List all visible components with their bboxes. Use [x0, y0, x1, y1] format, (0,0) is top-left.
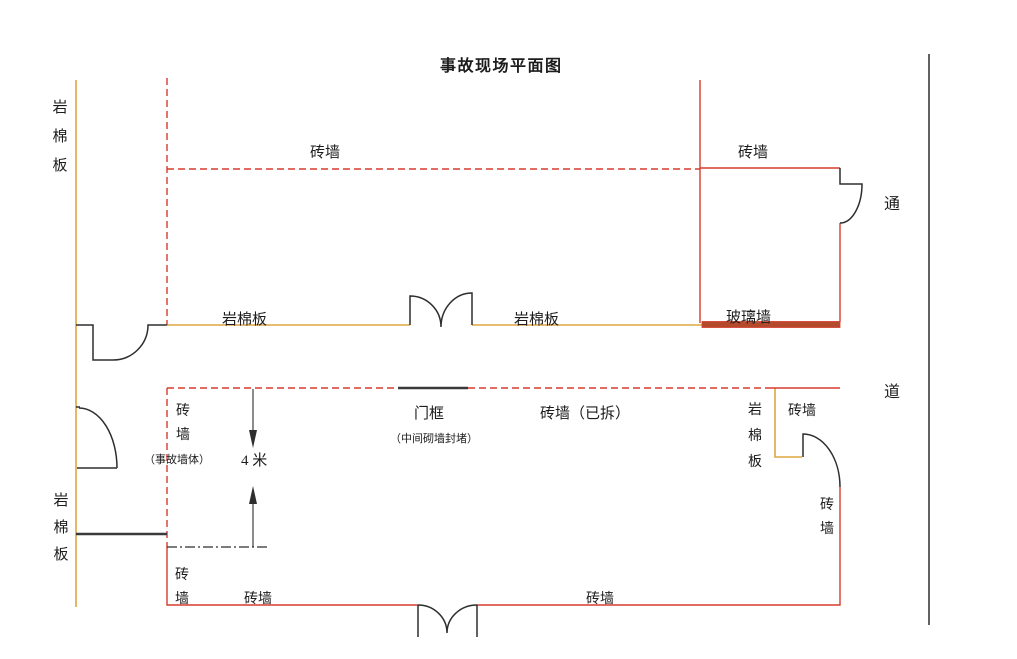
- label-brickwall-bottom-right: 砖墙: [586, 592, 614, 607]
- label-brickwall-bottom-left: 砖墙: [244, 592, 272, 607]
- door-upper-right: [839, 168, 863, 224]
- door-double-bottom: [417, 604, 478, 637]
- label-brickwall-upper-right: 砖墙: [738, 145, 769, 161]
- door-lower-right: [802, 433, 841, 488]
- label-rockwool-mid-right: 岩棉板: [514, 312, 560, 328]
- dim-arrow-down: [249, 430, 257, 448]
- glass-wall-bar: [701, 321, 841, 328]
- label-glass-wall: 玻璃墙: [726, 310, 772, 326]
- label-rockwool-top-left: 岩棉板: [52, 100, 68, 174]
- label-brickwall-right-side: 砖墙: [820, 498, 834, 537]
- label-brickwall-bottom-corner: 砖墙: [175, 568, 189, 607]
- label-brickwall-demolished: 砖墙（已拆）: [540, 406, 631, 422]
- page-title: 事故现场平面图: [440, 58, 563, 75]
- wall-brick-lower-bottom-right: [477, 487, 841, 606]
- door-lower-left: [76, 406, 118, 469]
- label-rockwool-mid-left: 岩棉板: [222, 312, 268, 328]
- label-brickwall-lower-right-top: 砖墙: [788, 404, 816, 419]
- label-rockwool-bottom-left: 岩棉板: [53, 493, 69, 563]
- label-brickwall-upper-left: 砖墙: [310, 145, 341, 161]
- door-mid-left: [76, 324, 167, 361]
- label-corridor-bottom: 道: [884, 384, 901, 401]
- wall-rockwool-lower-right-notch: [774, 388, 802, 458]
- dim-arrow-up: [249, 486, 257, 504]
- label-brickwall-accident: 砖墙: [176, 404, 190, 443]
- wall-brick-lower-bottom-left: [166, 547, 418, 606]
- label-rockwool-lower-right: 岩棉板: [748, 403, 762, 470]
- door-double-middle: [409, 292, 473, 328]
- label-door-frame-note: （中间砌墙封堵）: [390, 433, 478, 445]
- label-door-frame: 门框: [414, 406, 445, 422]
- label-corridor-top: 通: [884, 196, 901, 213]
- label-dimension-4m: 4 米: [241, 453, 268, 469]
- label-accident-wall-note: （事故墙体）: [144, 454, 210, 466]
